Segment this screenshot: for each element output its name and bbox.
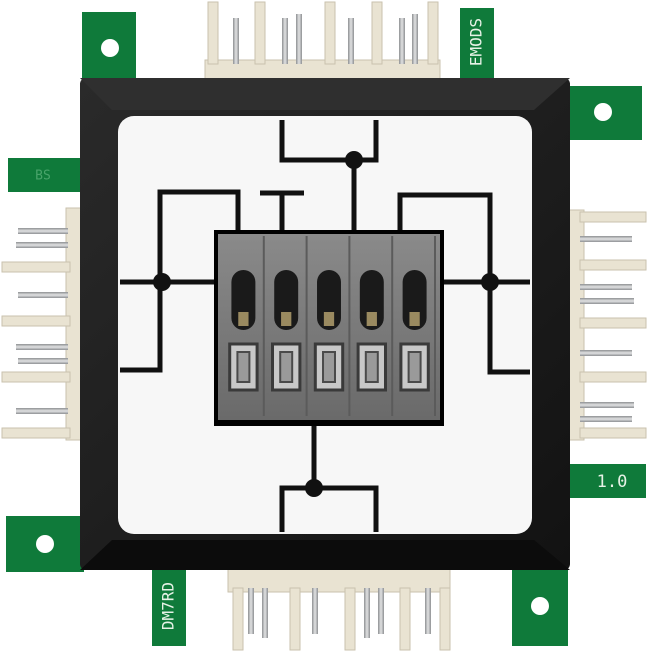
terminal-block [214,230,444,426]
terminal-clamps [228,236,436,416]
terminal-clamp [399,236,436,416]
connector-left [1,207,93,441]
mounting-hole-bottom-right [531,597,549,615]
brand-label: EMODS [467,18,486,66]
schematic-nodes [153,151,499,497]
pcb-tab-bottom-left [152,566,186,646]
connector-bottom [227,565,451,651]
connector-top [204,1,441,89]
connector-right [557,209,647,441]
model-label: DM7RD [159,582,178,630]
terminal-clamp [271,236,308,416]
terminal-clamp [228,236,265,416]
terminal-clamp [356,236,394,416]
mounting-hole-left-lower [36,535,54,553]
mounting-hole-right-upper [594,103,612,121]
version-label: 1.0 [597,472,628,492]
pcb-corner-tabs [6,8,646,646]
pcb-tab-right-lower [570,464,646,498]
corner-label: BS [35,169,51,184]
silkscreen-labels: EMODS DM7RD 1.0 BS [35,18,627,630]
terminal-clamp [313,236,351,416]
mounting-hole-top-left [101,39,119,57]
pcb-tab-left-upper [8,158,82,192]
pcb-tab-top-right [460,8,494,78]
